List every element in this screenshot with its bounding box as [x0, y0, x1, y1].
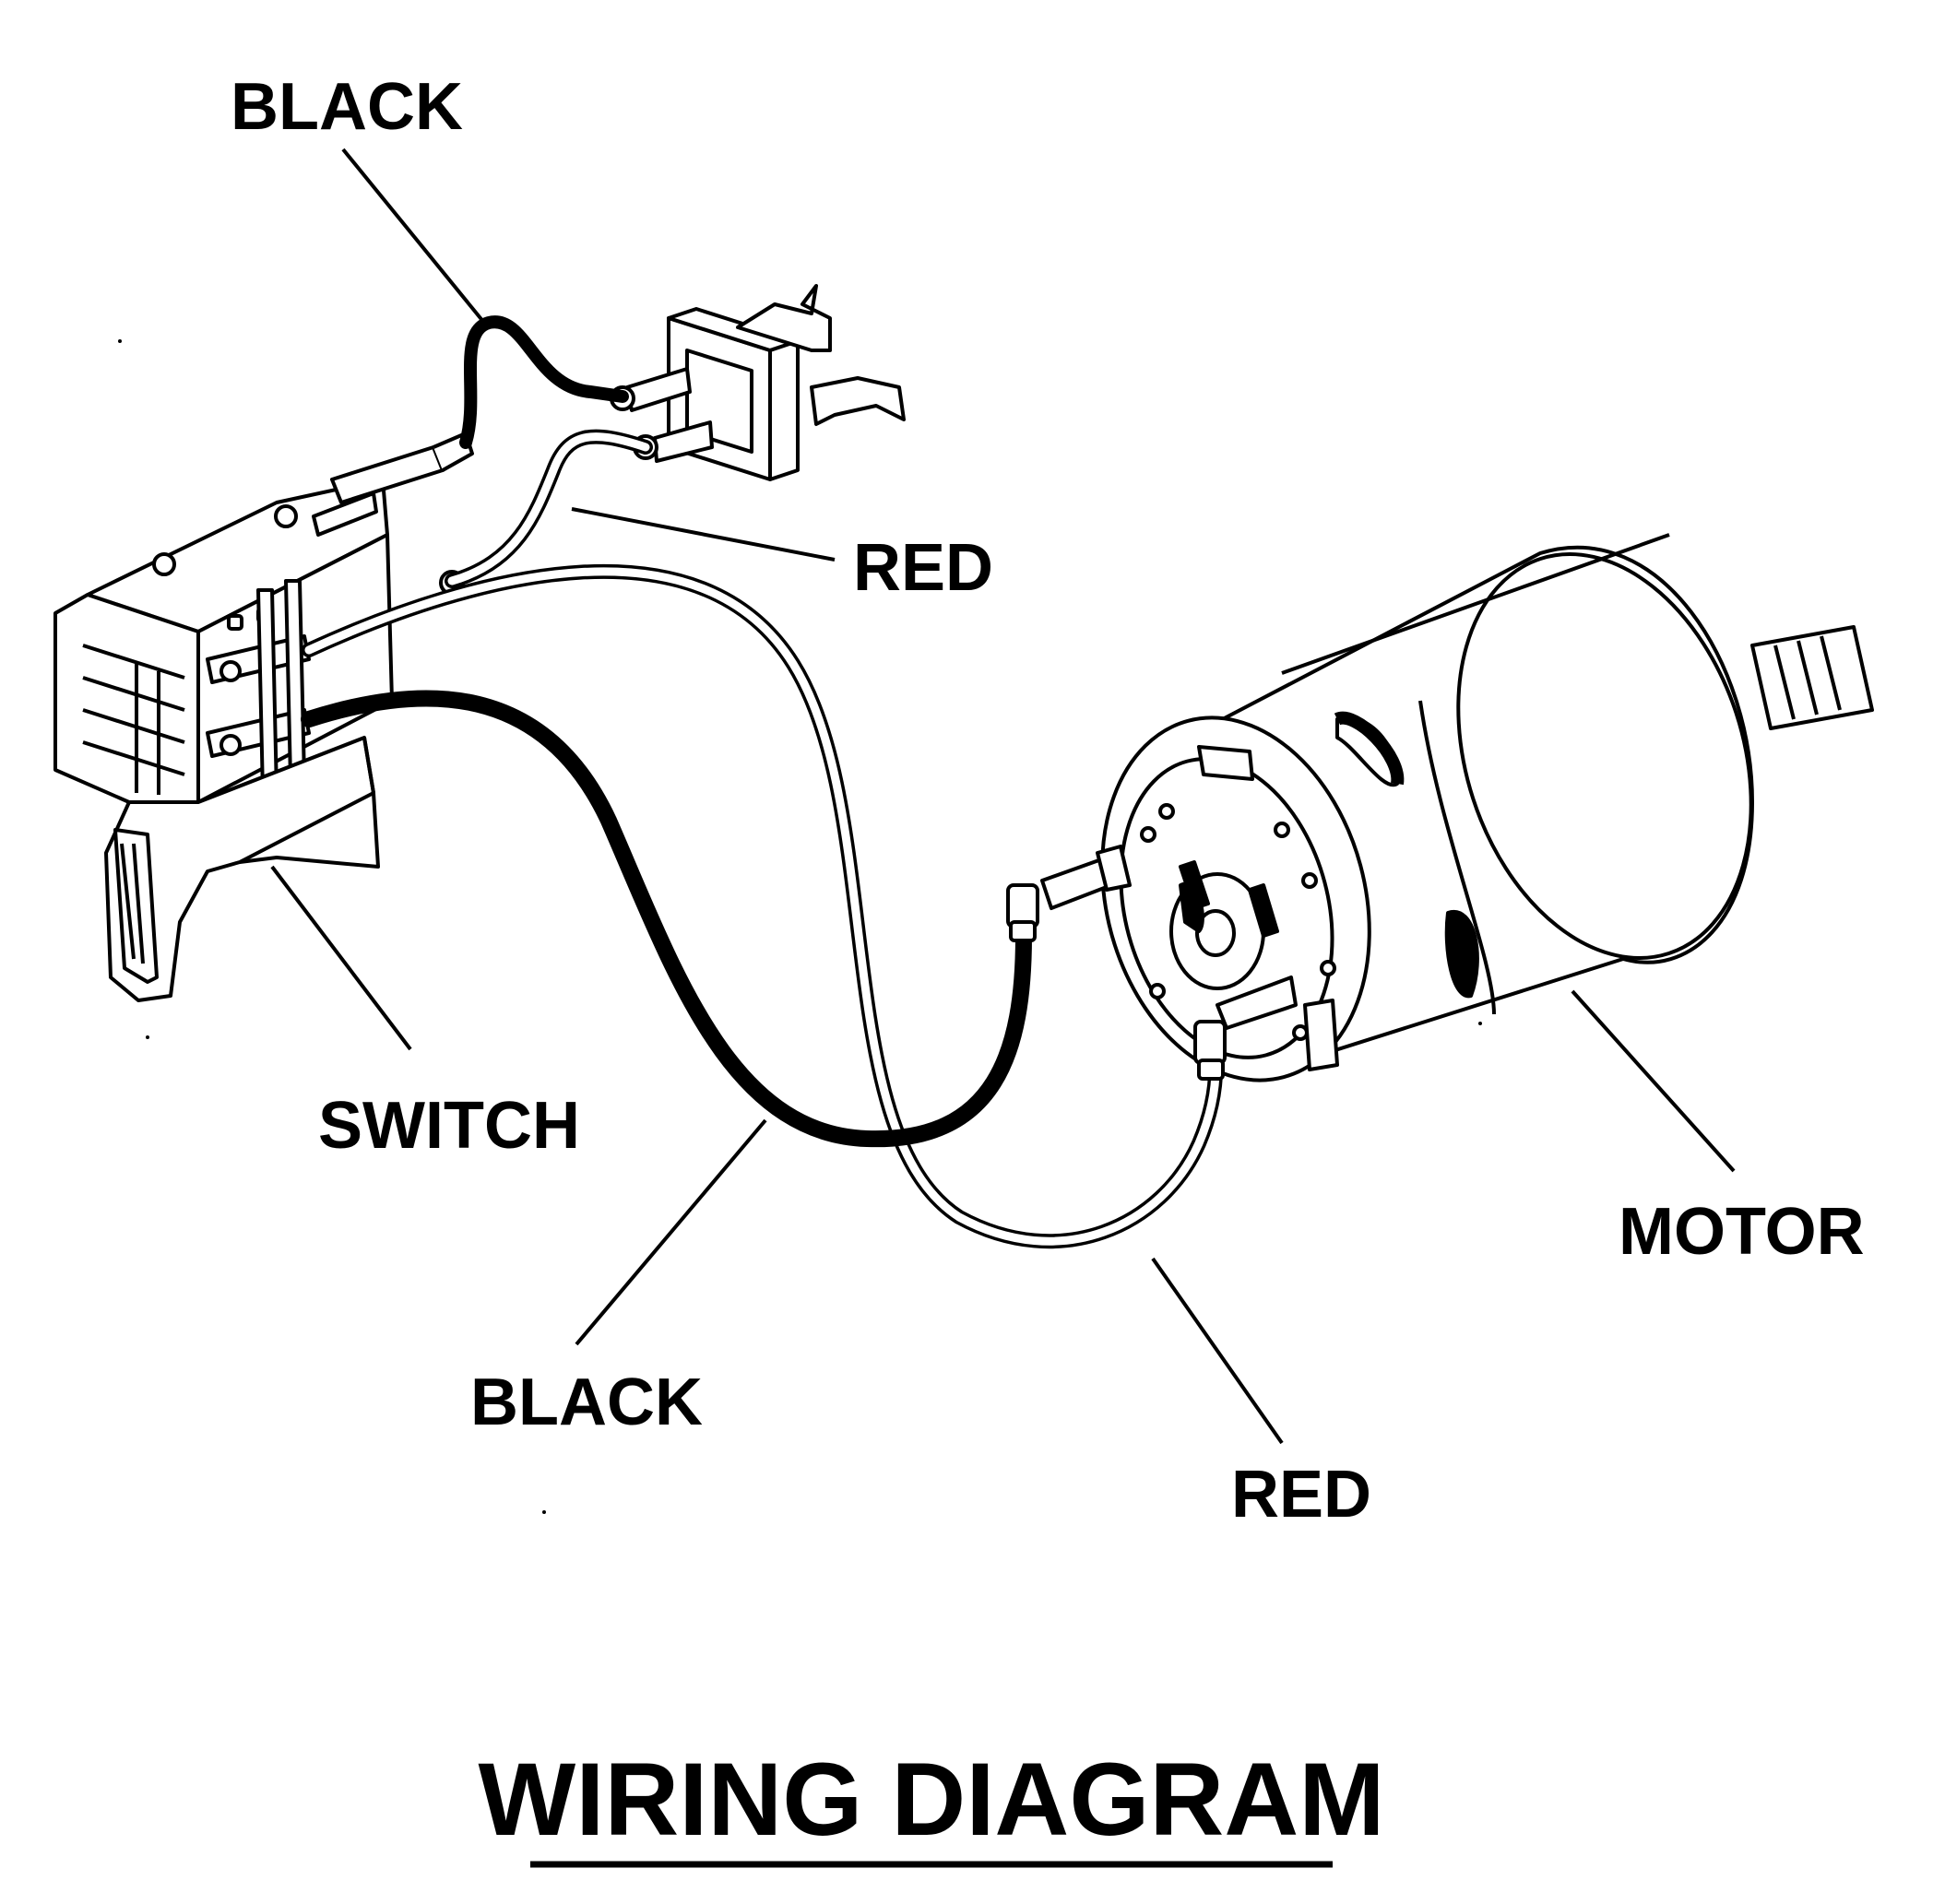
- label-black-bottom: BLACK: [470, 1366, 703, 1439]
- label-motor: MOTOR: [1619, 1195, 1865, 1269]
- label-black-top: BLACK: [231, 70, 463, 144]
- diagram-title: WIRING DIAGRAM: [478, 1742, 1384, 1857]
- leader-switch: [270, 865, 412, 1051]
- leader-red-top: [571, 507, 836, 562]
- leader-black-top: [341, 148, 486, 325]
- label-switch: SWITCH: [318, 1089, 580, 1163]
- label-red-bottom: RED: [1231, 1458, 1371, 1531]
- leader-black-bottom: [575, 1118, 767, 1346]
- black-wire-long: [301, 690, 1032, 1148]
- leader-red-bottom: [1151, 1257, 1284, 1445]
- leader-motor: [1571, 989, 1736, 1173]
- black-wire-top: [459, 315, 629, 449]
- switch-assembly: [53, 432, 474, 1002]
- leader-lines: [270, 148, 1736, 1445]
- motor-assembly: [1006, 533, 1874, 1082]
- battery-connector: [610, 284, 906, 481]
- label-red-top: RED: [853, 531, 993, 605]
- red-wire-top: [445, 429, 653, 588]
